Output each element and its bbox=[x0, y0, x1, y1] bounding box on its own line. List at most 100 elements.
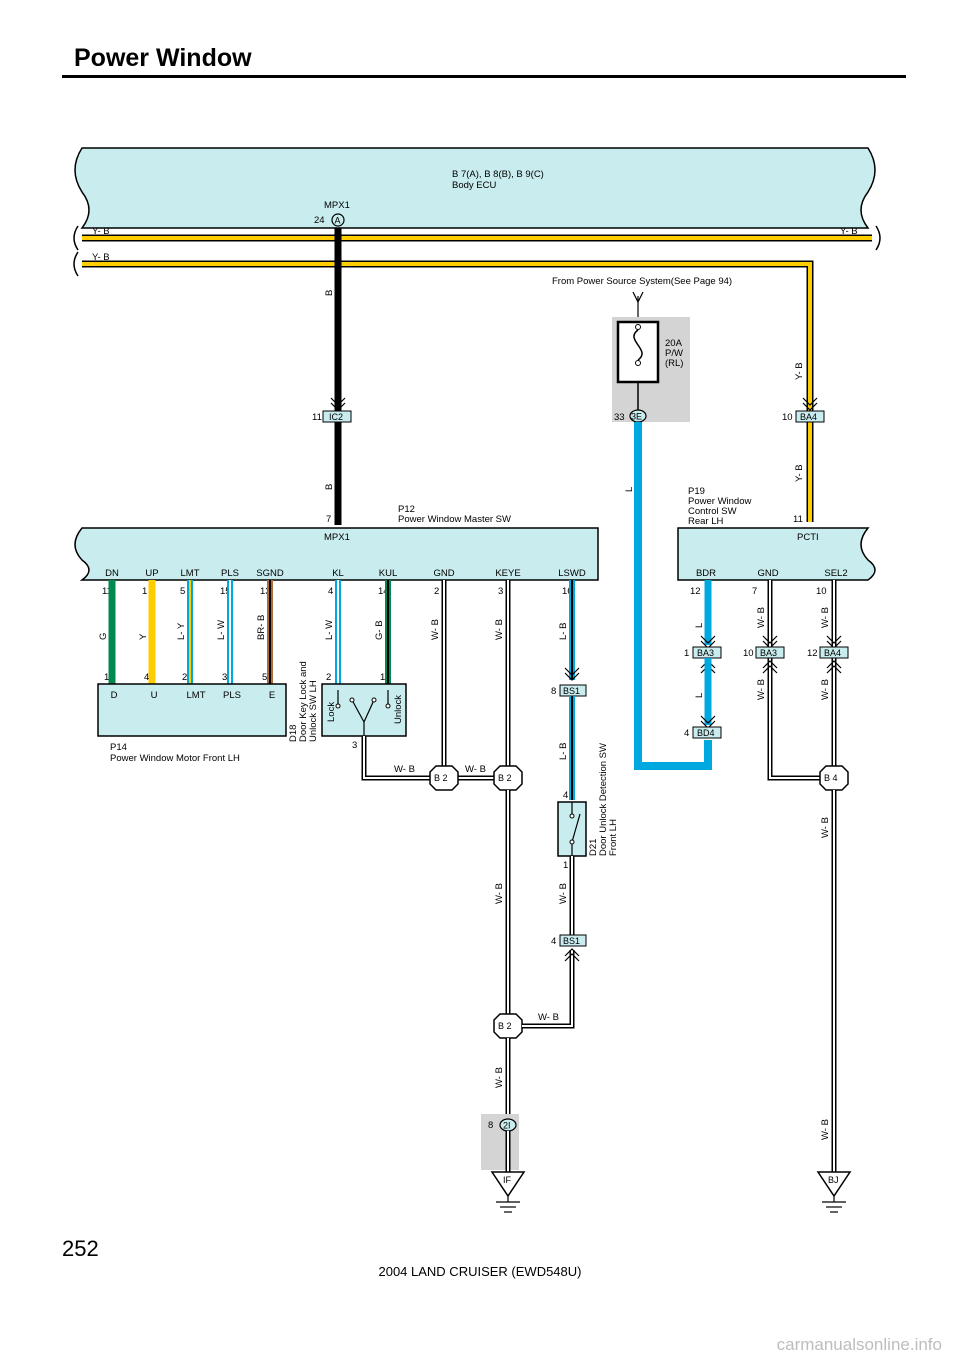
bus-label-left-bottom: Y- B bbox=[92, 252, 110, 263]
rear-sw-line1: Power Window bbox=[688, 496, 751, 507]
bs1-bottom-pin: 4 bbox=[551, 936, 556, 947]
body-ecu-name: Body ECU bbox=[452, 180, 496, 191]
rear-feed-upper-label: Y- B bbox=[794, 362, 805, 380]
motor-terminal-name: U bbox=[151, 690, 158, 701]
master-sw-id: P12 bbox=[398, 504, 415, 515]
detection-pin-top: 4 bbox=[563, 790, 568, 801]
ba4-down-label: W- B bbox=[820, 679, 831, 700]
master-terminal-name: SGND bbox=[256, 568, 284, 579]
door-key-wire-out: W- B bbox=[394, 764, 415, 775]
master-wire-label: L- Y bbox=[176, 622, 187, 640]
rear-feed: Y- B 10 BA4 Y- B 11 bbox=[782, 362, 825, 525]
detection-wire-bottom-label: W- B bbox=[558, 883, 569, 904]
power-source-note: From Power Source System(See Page 94) bbox=[552, 276, 732, 287]
master-terminal-pin: 16 bbox=[562, 586, 573, 597]
master-wire-label: BR- B bbox=[256, 615, 267, 640]
master-wire-label: G- B bbox=[374, 620, 385, 640]
master-terminal-pin: 2 bbox=[434, 586, 439, 597]
master-terminal-name: UP bbox=[145, 568, 158, 579]
master-terminal-pin: 11 bbox=[102, 586, 112, 597]
rear-sw-signal: PCTI bbox=[797, 532, 819, 543]
master-sw-terminals: DN11UP1LMT5PLS15SGND13KL4KUL14GND2KEYE3L… bbox=[102, 568, 586, 597]
rear-switch: P19 Power Window Control SW Rear LH PCTI… bbox=[677, 486, 876, 628]
page-title: Power Window bbox=[74, 44, 252, 72]
door-key-sw-line1: Door Key Lock and bbox=[298, 661, 309, 742]
fuse-pin: 33 bbox=[614, 412, 625, 423]
bd4-pin: 4 bbox=[684, 728, 689, 739]
bs1-top-pin: 8 bbox=[551, 686, 556, 697]
gnd-drop-label: W- B bbox=[494, 1067, 505, 1088]
body-ecu-connector: A bbox=[335, 216, 341, 226]
title-rule bbox=[62, 75, 906, 78]
yb-bus: Y- B Y- B Y- B bbox=[73, 225, 881, 522]
ground-bj-label: BJ bbox=[828, 1175, 839, 1185]
b2-keye-link-label: W- B bbox=[494, 883, 505, 904]
master-terminal-pin: 5 bbox=[180, 586, 185, 597]
bd4-link-label: L bbox=[694, 693, 705, 698]
b4-bottom-label: W- B bbox=[820, 1119, 831, 1140]
master-wire-labels: G Y L- Y L- W BR- B L- W G- B W- B W- B L- B bbox=[98, 615, 569, 640]
b2-mid-wire-label: W- B bbox=[465, 764, 486, 775]
motor-name: Power Window Motor Front LH bbox=[110, 753, 240, 764]
door-key-lock-label: Lock bbox=[326, 702, 337, 722]
ic2-connector: IC2 bbox=[329, 412, 343, 422]
ground-if-label: IF bbox=[503, 1175, 512, 1185]
motor-terminal-name: E bbox=[269, 690, 275, 701]
ba3-r-pin: 10 bbox=[743, 648, 754, 659]
fuse-amp: 20A bbox=[665, 338, 683, 349]
fuse-l-wire: L bbox=[624, 422, 712, 770]
bd4-connector: BD4 bbox=[697, 728, 715, 738]
master-sw-mpx-pin: 7 bbox=[326, 514, 331, 525]
fuse-location: (RL) bbox=[665, 358, 683, 369]
master-terminal-name: GND bbox=[433, 568, 454, 579]
master-wire-label: W- B bbox=[430, 619, 441, 640]
mpx-wire-label-upper: B bbox=[324, 290, 335, 296]
rear-terminal-pin: 7 bbox=[752, 586, 757, 597]
master-wire-label: L- W bbox=[216, 620, 227, 640]
detection-sw-line2: Front LH bbox=[608, 819, 619, 856]
page-number: 252 bbox=[62, 1236, 99, 1261]
master-sw-name: Power Window Master SW bbox=[398, 514, 511, 525]
motor-terminal-name: LMT bbox=[187, 690, 206, 701]
detection-switch-path: 8 BS1 L- B 4 1 D21 Door Unlock Detection… bbox=[551, 667, 619, 962]
rear-terminal-pin: 12 bbox=[690, 586, 701, 597]
fuse-block: From Power Source System(See Page 94) 20… bbox=[552, 276, 732, 423]
rear-sw-line3: Rear LH bbox=[688, 516, 724, 527]
master-wire-label: L- W bbox=[324, 620, 335, 640]
motor-terminal-name: D bbox=[111, 690, 118, 701]
ba3-l-connector: BA3 bbox=[697, 648, 714, 658]
rear-sw-line2: Control SW bbox=[688, 506, 737, 517]
fuse-name: P/W bbox=[665, 348, 683, 359]
master-wire-label: L- B bbox=[558, 623, 569, 640]
door-key-sw-line2: Unlock SW LH bbox=[308, 680, 319, 742]
master-terminal-name: DN bbox=[105, 568, 119, 579]
mpx1-wire: B 11 IC2 B 7 bbox=[312, 228, 352, 525]
master-terminal-pin: 15 bbox=[220, 586, 231, 597]
motor-terminal-pin: 2 bbox=[182, 672, 187, 683]
motor-terminal-pin: 5 bbox=[262, 672, 267, 683]
master-wire-label: G bbox=[98, 633, 109, 640]
rear-wire-label: W- B bbox=[756, 607, 767, 628]
master-terminal-name: LSWD bbox=[558, 568, 586, 579]
detection-wire-top-label: L- B bbox=[558, 743, 569, 760]
master-sw-signal: MPX1 bbox=[324, 532, 350, 543]
rear-feed-lower-label: Y- B bbox=[794, 464, 805, 482]
master-wire-label: Y bbox=[138, 633, 149, 640]
ba3-down-label: W- B bbox=[756, 679, 767, 700]
rear-wire-label: W- B bbox=[820, 607, 831, 628]
bs1-bottom-connector: BS1 bbox=[563, 936, 580, 946]
ba3-r-connector: BA3 bbox=[760, 648, 777, 658]
door-key-pin-unlock: 1 bbox=[380, 672, 385, 683]
master-terminal-pin: 3 bbox=[498, 586, 503, 597]
master-terminal-name: PLS bbox=[221, 568, 239, 579]
door-key-pin-lock: 2 bbox=[326, 672, 331, 683]
master-terminal-pin: 14 bbox=[378, 586, 389, 597]
motor-terminal-pin: 4 bbox=[144, 672, 149, 683]
master-wire-label: W- B bbox=[494, 619, 505, 640]
ic2-pin: 11 bbox=[312, 412, 322, 423]
mpx-wire-label-lower: B bbox=[324, 484, 335, 490]
